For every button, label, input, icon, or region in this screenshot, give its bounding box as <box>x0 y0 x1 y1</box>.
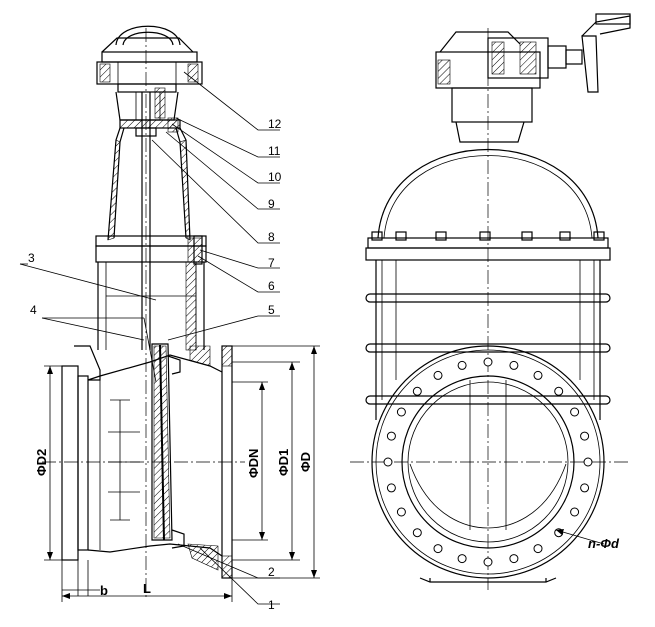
part-number-1: 1 <box>268 598 275 612</box>
bolt-hole <box>570 407 580 417</box>
dimension-b: b <box>100 583 108 598</box>
section-view <box>42 25 245 600</box>
bolt-hole <box>412 528 422 538</box>
bolt-hole <box>509 554 519 564</box>
bolt-hole <box>386 431 396 441</box>
exterior-view: n-Φd <box>350 13 631 590</box>
bolt-hole <box>554 386 564 396</box>
dimension-d1: ΦD1 <box>276 449 291 476</box>
dome-bonnet <box>377 149 599 239</box>
part-number-11: 11 <box>268 144 281 158</box>
bolt-hole <box>533 544 543 554</box>
bolt-hole <box>433 544 443 554</box>
wedge-gate <box>151 343 185 549</box>
part-number-12: 12 <box>268 117 282 131</box>
bonnet <box>107 92 191 350</box>
exterior-flange <box>365 231 611 261</box>
part-number-5: 5 <box>268 303 275 317</box>
part-number-10: 10 <box>268 170 282 184</box>
gearbox <box>435 13 631 143</box>
part-number-6: 6 <box>268 279 275 293</box>
main-body <box>61 345 233 579</box>
part-number-2: 2 <box>268 565 275 579</box>
part-callouts: 12 11 10 9 8 7 6 5 4 3 2 1 <box>19 71 282 612</box>
bolt-hole <box>580 483 590 493</box>
dimension-d: ΦD <box>298 452 313 472</box>
bolt-hole <box>570 507 580 517</box>
bolt-hole <box>583 457 593 467</box>
bolt-hole <box>433 370 443 380</box>
bolt-hole <box>580 431 590 441</box>
upper-body <box>97 261 205 351</box>
bolt-holes <box>383 357 593 567</box>
bolt-hole <box>483 357 493 367</box>
bolt-hole <box>533 370 543 380</box>
bolt-hole <box>383 457 393 467</box>
bolt-hole <box>457 360 467 370</box>
bolt-hole <box>412 386 422 396</box>
bolt-hole-leader <box>555 529 605 545</box>
part-number-7: 7 <box>268 256 275 270</box>
bolt-hole <box>483 557 493 567</box>
top-cap <box>96 25 203 121</box>
bolt-hole <box>396 407 406 417</box>
bolt-hole <box>386 483 396 493</box>
dimension-l: L <box>143 581 151 596</box>
bolt-hole <box>457 554 467 564</box>
part-number-9: 9 <box>268 197 275 211</box>
part-number-8: 8 <box>268 230 275 244</box>
bolt-hole <box>396 507 406 517</box>
dimension-dn: ΦDN <box>246 449 261 478</box>
part-number-4: 4 <box>30 303 37 317</box>
round-flange <box>371 345 605 583</box>
section-dimensions: ΦD2 ΦDN ΦD1 ΦD b L <box>34 345 320 602</box>
dimension-bolt-hole: n-Φd <box>588 536 620 551</box>
gate-outline <box>409 463 567 529</box>
exterior-cage <box>365 260 611 420</box>
part-number-3: 3 <box>28 251 35 265</box>
bolt-hole <box>509 360 519 370</box>
bonnet-flange <box>95 235 207 265</box>
dimension-d2: ΦD2 <box>34 449 49 476</box>
